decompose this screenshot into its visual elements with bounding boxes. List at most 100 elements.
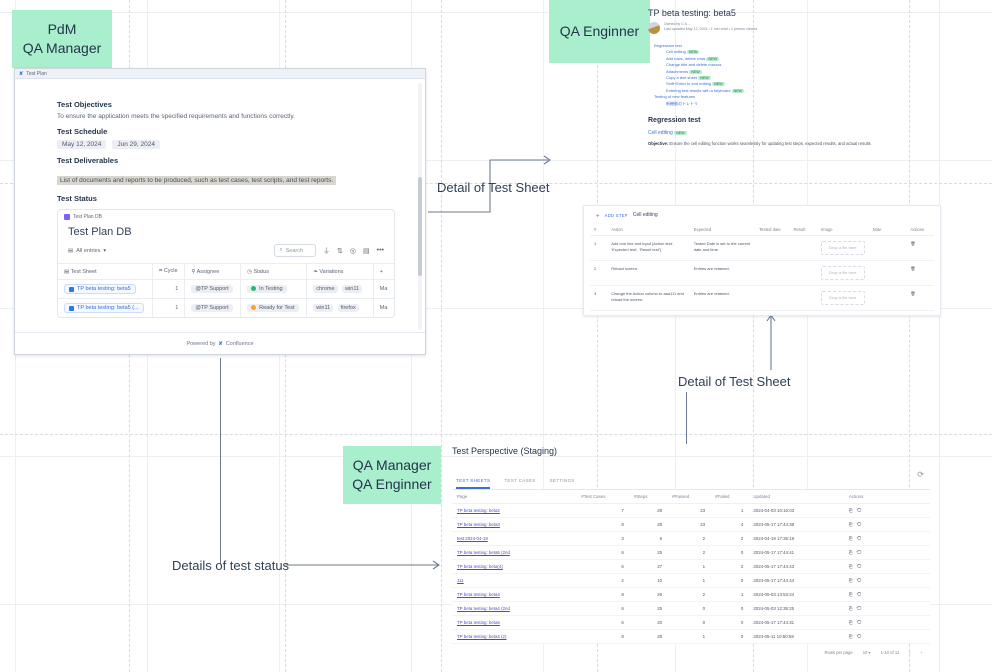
col-test-sheet[interactable]: ▤ Test Sheet	[58, 263, 154, 280]
test-sheet-link[interactable]: TP beta testing: beta5	[64, 284, 136, 294]
history-icon[interactable]: ⟲	[856, 536, 866, 541]
history-icon[interactable]: ⟲	[856, 578, 866, 583]
toc-item[interactable]: 新機能のトレトリ	[654, 101, 948, 107]
cell-image[interactable]: Drop a file here	[817, 235, 869, 261]
page-link[interactable]: 111	[457, 578, 464, 583]
toc-item[interactable]: Regression test	[654, 43, 948, 49]
cell-actions[interactable]: ⎘⟲	[843, 545, 930, 560]
cell-expected[interactable]: Tested Date is set to the current date a…	[689, 235, 756, 261]
toc-item[interactable]: Attachments NEW	[654, 69, 948, 75]
cell-page[interactable]: TP beta testing: beta5	[452, 615, 577, 630]
cell-page[interactable]: TP beta testing: beta3	[452, 517, 577, 532]
table-row[interactable]: TP beta testing: beta5 (... 1 @TP Suppor…	[58, 298, 394, 317]
cell-page[interactable]: TP beta testing: beta5 (2nd	[452, 545, 577, 560]
cell-expected[interactable]: Entries are retained.	[689, 260, 756, 286]
page-link[interactable]: TP beta testing: beta2	[457, 508, 500, 513]
history-icon[interactable]: ⟲	[856, 522, 866, 527]
history-icon[interactable]: ⟲	[856, 592, 866, 597]
cell-tested-date[interactable]	[755, 260, 790, 286]
page-link[interactable]: TP beta testing: beta3	[457, 522, 500, 527]
cell-actions[interactable]: ⎘⟲	[843, 503, 930, 518]
history-icon[interactable]: ⟲	[856, 634, 866, 639]
cell-result[interactable]	[789, 235, 817, 261]
table-row[interactable]: 1 Add one line and input [Action test', …	[590, 235, 934, 261]
cell-test-sheet[interactable]: TP beta testing: beta5	[58, 279, 154, 299]
toc-item[interactable]: Cell editing NEW	[654, 49, 948, 55]
col-test-cases[interactable]: #Test Cases	[576, 490, 629, 504]
toc-item[interactable]: Entering test results with a keyboard NE…	[654, 88, 948, 94]
cell-action[interactable]: Change the Action column to aaa111 and r…	[607, 285, 690, 311]
copy-icon[interactable]: ⎘	[848, 522, 857, 527]
test-plan-window[interactable]: ✘ Test Plan Test Objectives To ensure th…	[14, 68, 426, 355]
cell-note[interactable]	[868, 235, 907, 261]
reload-icon[interactable]: ⟳	[917, 470, 924, 479]
col-updated[interactable]: Updated	[748, 490, 844, 504]
tab-test-sheets[interactable]: TEST SHEETS	[456, 478, 491, 489]
cell-image[interactable]: Drop a file here	[817, 260, 869, 286]
page-link[interactable]: TP beta testing: beta4 (2)	[457, 634, 507, 639]
toc-item[interactable]: Copy a test sheet NEW	[654, 75, 948, 81]
page-table-of-contents[interactable]: Regression test Cell editing NEW Add row…	[654, 43, 948, 107]
cell-actions[interactable]: 🗑	[906, 260, 934, 286]
cell-actions[interactable]: ⎘⟲	[843, 601, 930, 616]
table-row[interactable]: 3 Change the Action column to aaa111 and…	[590, 285, 934, 311]
copy-icon[interactable]: ⎘	[848, 606, 857, 611]
table-row[interactable]: 2 Reload screen. Entries are retained. D…	[590, 260, 934, 286]
page-link[interactable]: TP beta testing: beta(4)	[457, 564, 503, 569]
cell-result[interactable]	[789, 285, 817, 311]
col-steps[interactable]: #Steps	[628, 490, 668, 504]
cell-actions[interactable]: ⎘⟲	[843, 531, 930, 546]
cell-tested-date[interactable]	[755, 285, 790, 311]
cell-note[interactable]	[868, 285, 907, 311]
more-icon[interactable]: •••	[376, 247, 384, 254]
cell-image[interactable]: Drop a file here	[817, 285, 869, 311]
cell-actions[interactable]: ⎘⟲	[843, 573, 930, 588]
copy-icon[interactable]: ⎘	[848, 578, 857, 583]
filter-icon[interactable]: ⏚	[323, 247, 331, 255]
cell-page[interactable]: TP beta testing: beta2	[452, 503, 577, 518]
cell-actions[interactable]: ⎘⟲	[843, 587, 930, 602]
cell-action[interactable]: Reload screen.	[607, 260, 690, 286]
history-icon[interactable]: ⟲	[856, 550, 866, 555]
cell-page[interactable]: TP beta testing: beta4 (2nd	[452, 601, 577, 616]
col-variations[interactable]: ❧ Variations	[306, 263, 374, 280]
layout-icon[interactable]: ▤	[363, 247, 370, 255]
col-page[interactable]: Page	[452, 490, 577, 504]
page-link[interactable]: TP beta testing: beta5 (2nd	[457, 550, 510, 555]
history-icon[interactable]: ⟲	[856, 508, 866, 513]
next-page-button[interactable]: ›	[920, 650, 922, 655]
db-toolbar[interactable]: ▤ All entries ▾ ⌕ Search ⏚ ⇅ ◎ ▤ •••	[58, 244, 394, 263]
sort-icon[interactable]: ⇅	[337, 247, 343, 255]
file-dropzone[interactable]: Drop a file here	[821, 241, 865, 255]
copy-icon[interactable]: ⎘	[848, 634, 857, 639]
tab-test-cases[interactable]: TEST CASES	[504, 478, 536, 483]
col-cycle[interactable]: ⌗ Cycle	[152, 263, 186, 280]
history-icon[interactable]: ⟲	[856, 564, 866, 569]
copy-icon[interactable]: ⎘	[848, 592, 857, 597]
col-assignee[interactable]: ⚲ Assignee	[184, 263, 242, 280]
tab-settings[interactable]: SETTINGS	[549, 478, 575, 483]
delete-icon[interactable]: 🗑	[910, 266, 916, 271]
copy-icon[interactable]: ⎘	[848, 508, 857, 513]
cell-page[interactable]: test 2024-04-19	[452, 531, 577, 546]
file-dropzone[interactable]: Drop a file here	[821, 291, 865, 305]
cell-action[interactable]: Add one line and input [Action test', 'E…	[607, 235, 690, 261]
page-link[interactable]: TP beta testing: beta4 (2nd	[457, 606, 510, 611]
sticky-pdm-qa-manager[interactable]: PdM QA Manager	[12, 10, 112, 68]
page-link[interactable]: test 2024-04-19	[457, 536, 488, 541]
copy-icon[interactable]: ⎘	[848, 550, 857, 555]
cell-actions[interactable]: ⎘⟲	[843, 629, 930, 644]
sticky-qa-manager-engineer[interactable]: QA Manager QA Enginner	[343, 446, 441, 504]
copy-icon[interactable]: ⎘	[848, 620, 857, 625]
cell-page[interactable]: 111	[452, 573, 577, 588]
cell-expected[interactable]: Entries are retained.	[689, 285, 756, 311]
document-scrollbar[interactable]	[418, 83, 422, 330]
